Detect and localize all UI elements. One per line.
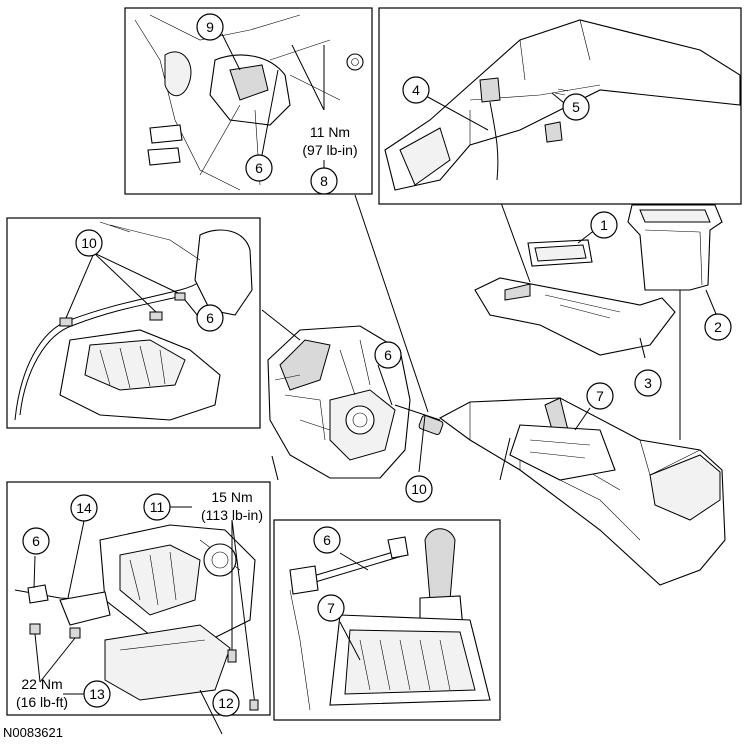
callout-8: 8 (310, 167, 338, 195)
document-id: N0083621 (3, 725, 63, 740)
callout-6-number: 6 (32, 533, 40, 549)
inset-console-top (378, 7, 742, 205)
callout-7-number: 7 (596, 388, 604, 404)
callout-6-number: 6 (384, 347, 392, 363)
callout-2: 2 (704, 313, 732, 341)
callout-10-number: 10 (411, 481, 427, 497)
callout-7-shifter-cable: 7 (317, 594, 345, 622)
callout-11: 11 (143, 493, 171, 521)
callout-12-number: 12 (218, 695, 234, 711)
console-assembly (438, 204, 726, 586)
callout-5: 5 (562, 93, 590, 121)
callout-3-number: 3 (644, 375, 652, 391)
transaxle (267, 325, 444, 479)
torque-spec-11-nm: 15 Nm (211, 489, 252, 505)
callout-1-number: 1 (600, 217, 608, 233)
torque-spec-8: 11 Nm (97 lb-in) (302, 124, 357, 158)
callout-6-bracket: 6 (245, 154, 273, 182)
callout-6-cable-routing: 6 (196, 304, 224, 332)
callout-6-number: 6 (255, 160, 263, 176)
callout-7-number: 7 (327, 600, 335, 616)
callout-5-number: 5 (572, 99, 580, 115)
torque-spec-13-imperial: (16 lb-ft) (16, 694, 68, 710)
callout-6-number: 6 (206, 310, 214, 326)
leader-lines (261, 194, 717, 481)
callout-1: 1 (590, 211, 618, 239)
callout-9-number: 9 (206, 19, 214, 35)
torque-spec-13: 22 Nm (16 lb-ft) (16, 676, 68, 710)
callout-3: 3 (634, 369, 662, 397)
callout-6-transaxle-bracket: 6 (22, 527, 50, 555)
callout-13: 13 (83, 680, 111, 708)
torque-spec-11: 15 Nm (113 lb-in) (201, 489, 263, 523)
callout-13-number: 13 (89, 686, 105, 702)
torque-spec-11-imperial: (113 lb-in) (201, 507, 263, 523)
callout-14: 14 (70, 494, 98, 522)
inset-shifter-cable (273, 519, 501, 721)
callout-4-number: 4 (412, 82, 420, 98)
callout-10-cable-routing: 10 (75, 229, 103, 257)
callout-8-number: 8 (320, 173, 328, 189)
callout-12: 12 (212, 689, 240, 717)
callout-9: 9 (196, 13, 224, 41)
inset-cable-routing (6, 217, 261, 429)
callout-2-number: 2 (714, 319, 722, 335)
callout-10-number: 10 (81, 235, 97, 251)
callout-6-main: 6 (374, 341, 402, 369)
torque-spec-8-nm: 11 Nm (310, 124, 350, 140)
callout-7-main: 7 (586, 382, 614, 410)
torque-spec-13-nm: 22 Nm (21, 676, 62, 692)
torque-spec-8-imperial: (97 lb-in) (302, 142, 357, 158)
callout-6-number: 6 (323, 532, 331, 548)
callout-14-number: 14 (76, 500, 92, 516)
callout-4: 4 (402, 76, 430, 104)
inset-transaxle-bracket (6, 481, 271, 735)
callout-10-main: 10 (405, 475, 433, 503)
callout-11-number: 11 (150, 499, 165, 515)
callout-6-shifter-cable: 6 (313, 526, 341, 554)
